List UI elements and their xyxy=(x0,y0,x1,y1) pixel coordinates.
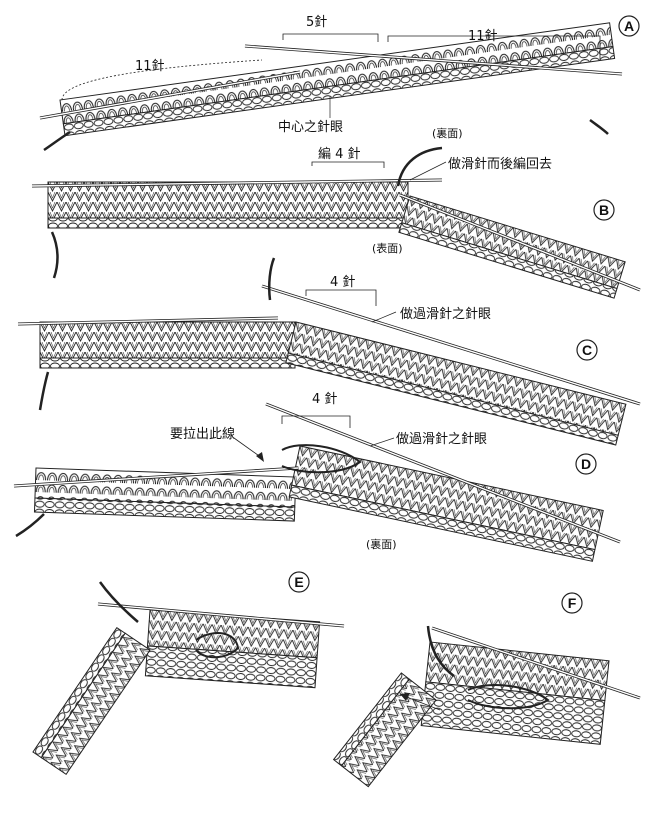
panel-c-left-fabric xyxy=(39,321,296,369)
panel-a-right-count: 11針 xyxy=(468,29,498,44)
panel-d-left-fabric xyxy=(33,467,297,522)
panel-a-middle-count: 5針 xyxy=(306,15,327,30)
panel-b-letter-badge xyxy=(593,199,615,221)
panel-b-side-label: (表面) xyxy=(372,241,403,255)
panel-f-lower-fabric xyxy=(332,672,437,788)
panel-e-letter-badge xyxy=(288,571,310,593)
panel-a-yarn-tail xyxy=(43,130,71,152)
panel-b-left-fabric xyxy=(47,181,409,229)
panel-d-letter: D xyxy=(581,456,591,472)
panel-d-note-label: 做過滑針之針眼 xyxy=(396,432,487,447)
panel-f-letter: F xyxy=(568,595,577,611)
panel-e: E xyxy=(32,571,345,776)
panel-e-working-yarn xyxy=(98,581,139,623)
panel-d-side-label: (裏面) xyxy=(366,537,397,551)
panel-e-pulled-loop xyxy=(195,632,240,659)
panel-d-pull-pointer xyxy=(233,437,263,459)
panel-b-right-fabric xyxy=(398,195,626,299)
panel-b: 編 4 針 做滑針而後編回去 (表面) B xyxy=(31,146,641,299)
panel-d-yarn-tail xyxy=(15,513,45,538)
panel-a-letter: A xyxy=(624,18,634,34)
panel-f-working-yarn xyxy=(426,625,455,678)
panel-a-letter-badge xyxy=(618,15,640,37)
panel-d-pulled-loop xyxy=(281,444,362,474)
panel-b-knit-label: 編 4 針 xyxy=(318,146,361,162)
panel-d-count-label: 4 針 xyxy=(312,392,337,407)
panel-a-side-label: (裏面) xyxy=(432,126,463,140)
panel-a-left-count: 11針 xyxy=(135,59,165,74)
panel-c-letter: C xyxy=(582,342,592,358)
panel-a-center-label: 中心之針眼 xyxy=(278,120,343,135)
panel-f-arrow xyxy=(403,695,441,711)
panel-c-count-label: 4 針 xyxy=(330,275,355,290)
panel-c-note-label: 做過滑針之針眼 xyxy=(400,307,491,322)
panel-c-letter-badge xyxy=(576,339,598,361)
panel-f: F xyxy=(332,592,641,788)
panel-c-yarn-tail xyxy=(38,371,50,411)
panel-b-bracket xyxy=(311,161,385,168)
panel-d-pull-label: 要拉出此線 xyxy=(170,426,235,442)
panel-a-left-bracket xyxy=(61,59,263,101)
panel-a: 11針 5針 11針 中心之針眼 (裏面) A xyxy=(39,15,640,152)
panel-b-yarn-tail xyxy=(50,231,59,279)
panel-a-right-bracket xyxy=(387,35,601,60)
panel-f-loop xyxy=(467,684,550,710)
panel-a-fabric xyxy=(59,22,616,137)
panel-a-middle-bracket xyxy=(282,33,379,42)
panel-d: 4 針 要拉出此線 做過滑針之針眼 (裏面) D xyxy=(13,392,621,562)
panel-c-right-fabric xyxy=(285,321,627,446)
panel-d-right-fabric xyxy=(288,445,604,562)
panel-d-letter-badge xyxy=(575,453,597,475)
panel-e-upper-fabric xyxy=(144,609,321,689)
panel-c-bracket xyxy=(305,289,377,306)
panel-e-letter: E xyxy=(294,574,303,590)
panel-e-lower-fabric xyxy=(32,626,151,776)
panel-f-upper-fabric xyxy=(420,641,610,745)
panel-c: 4 針 做過滑針之針眼 C xyxy=(17,257,641,446)
panel-b-letter: B xyxy=(599,202,609,218)
panel-d-bracket xyxy=(281,415,351,428)
panel-b-working-yarn xyxy=(396,146,443,187)
panel-f-letter-badge xyxy=(561,592,583,614)
panel-b-note-label: 做滑針而後編回去 xyxy=(448,156,552,172)
